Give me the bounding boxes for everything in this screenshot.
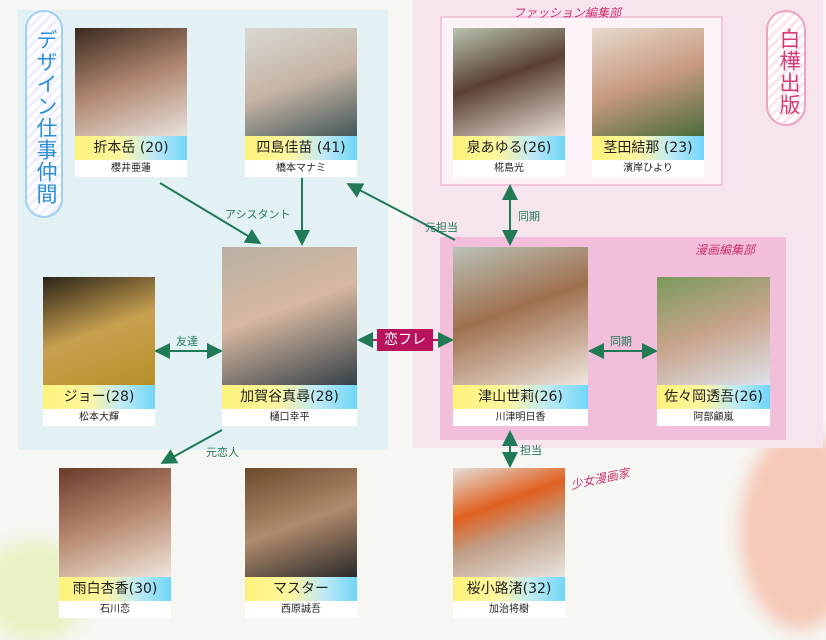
character-card-shijima[interactable]: 四島佳苗 (41) 橋本マナミ <box>245 28 357 177</box>
actor-name: 阿部顧嵐 <box>693 412 734 423</box>
assistant-label: アシスタント <box>225 208 291 221</box>
actor-name: 石川恋 <box>100 604 130 615</box>
character-card-master[interactable]: マスター西原誠吾 <box>245 468 357 618</box>
watercolor-decoration <box>740 430 826 630</box>
character-name: 茎田結那 (23) <box>592 136 704 160</box>
manga-dept-label: 漫画編集部 <box>695 243 756 257</box>
in-charge-label: 担当 <box>520 444 542 457</box>
arrow-former-editor <box>346 183 456 241</box>
character-card-tsuyama[interactable]: 津山世莉(26) 川津明日香 <box>453 247 588 426</box>
design-group-label: デザイン仕事仲間 <box>25 10 63 218</box>
character-photo <box>245 28 357 136</box>
actor-name: 濱岸ひより <box>623 163 673 174</box>
actor-name: 櫻井亜蓮 <box>111 163 151 174</box>
character-photo <box>592 28 704 136</box>
character-card-izumi[interactable]: 泉あゆる(26) 椛島光 <box>453 28 565 177</box>
character-name: 雨白杏香(30) <box>59 577 171 601</box>
character-name: ジョー(28) <box>43 385 155 409</box>
character-photo <box>453 468 565 577</box>
character-photo <box>657 277 770 385</box>
character-photo <box>59 468 171 577</box>
character-card-joe[interactable]: ジョー(28) 松本大輝 <box>43 277 155 426</box>
character-card-sasaoka[interactable]: 佐々岡透吾(26) 阿部顧嵐 <box>657 277 770 426</box>
character-name: 四島佳苗 (41) <box>245 136 357 160</box>
arrow-assistant <box>159 182 262 245</box>
koifure-badge: 恋フレ <box>377 329 433 351</box>
character-name: 佐々岡透吾(26) <box>657 385 770 409</box>
character-name: マスター <box>245 577 357 601</box>
character-photo <box>75 28 187 136</box>
peer-label: 同期 <box>518 210 540 223</box>
peer-label: 同期 <box>610 335 632 348</box>
character-photo <box>245 468 357 577</box>
character-name: 折本岳 (20) <box>75 136 187 160</box>
actor-name: 川津明日香 <box>495 412 546 423</box>
former-editor-label: 元担当 <box>425 221 458 234</box>
actor-name: 松本大輝 <box>79 412 119 423</box>
character-card-sakurakoji[interactable]: 桜小路渚(32) 加治将樹 <box>453 468 565 618</box>
actor-name: 西原誠吾 <box>281 604 321 615</box>
actor-name: 加治将樹 <box>489 604 529 615</box>
publisher-group-label: 白樺出版 <box>766 10 806 126</box>
ex-lover-label: 元恋人 <box>206 446 239 459</box>
fashion-dept-label: ファッション編集部 <box>513 6 622 20</box>
character-name: 桜小路渚(32) <box>453 577 565 601</box>
actor-name: 樋口幸平 <box>269 412 310 423</box>
arrow-ex-lover <box>160 429 223 464</box>
character-photo <box>43 277 155 385</box>
character-name: 泉あゆる(26) <box>453 136 565 160</box>
character-card-kagaya[interactable]: 加賀谷真尋(28) 樋口幸平 <box>222 247 357 426</box>
friend-label: 友達 <box>176 335 198 348</box>
character-photo <box>453 247 588 385</box>
actor-name: 橋本マナミ <box>276 163 326 174</box>
character-name: 加賀谷真尋(28) <box>222 385 357 409</box>
character-photo <box>453 28 565 136</box>
actor-name: 椛島光 <box>494 163 524 174</box>
character-photo <box>222 247 357 385</box>
character-name: 津山世莉(26) <box>453 385 588 409</box>
character-card-kukita[interactable]: 茎田結那 (23) 濱岸ひより <box>592 28 704 177</box>
character-card-orimoto[interactable]: 折本岳 (20) 櫻井亜蓮 <box>75 28 187 177</box>
character-card-amashiro[interactable]: 雨白杏香(30) 石川恋 <box>59 468 171 618</box>
